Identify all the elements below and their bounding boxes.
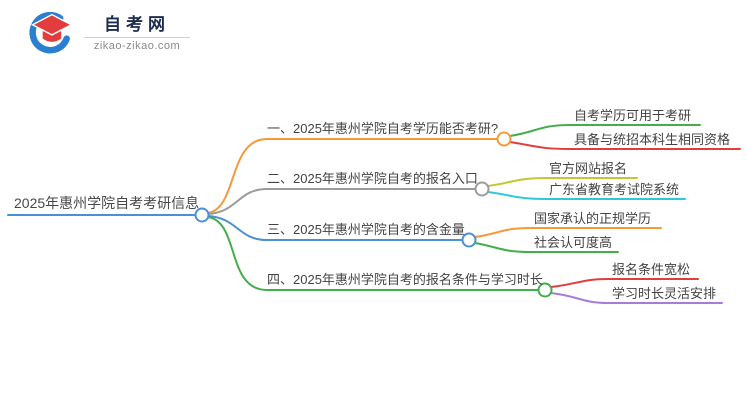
- graduation-cap-icon: [29, 11, 73, 54]
- branch-2-connector: [207, 188, 476, 215]
- branch-4-connector: [207, 216, 539, 291]
- branch-4-child-2-label: 学习时长灵活安排: [612, 286, 717, 301]
- branch-1-connector: [207, 138, 498, 214]
- branch-1-child-2-connector: [509, 141, 741, 150]
- branch-3-label: 三、2025年惠州学院自考的含金量: [267, 222, 465, 237]
- branch-3-child-1-label: 国家承认的正规学历: [534, 211, 652, 226]
- root-node-circle: [194, 207, 210, 223]
- logo-title: 自考网: [104, 15, 170, 34]
- branch-4-child-1-connector: [550, 278, 699, 288]
- branch-4-child-1-label: 报名条件宽松: [612, 262, 691, 277]
- logo-divider: [84, 37, 190, 38]
- site-logo: 自考网 zikao-zikao.com: [26, 10, 190, 58]
- branch-1-child-1-connector: [509, 124, 701, 137]
- branch-4-child-2-connector: [550, 292, 723, 304]
- logo-domain-text: zikao-zikao.com: [93, 40, 181, 52]
- branch-2-label: 二、2025年惠州学院自考的报名入口: [267, 171, 478, 186]
- branch-4-label: 四、2025年惠州学院自考的报名条件与学习时长: [267, 272, 543, 287]
- branch-3-child-2-label: 社会认可度高: [534, 235, 613, 250]
- branch-1-child-1-label: 自考学历可用于考研: [574, 108, 692, 123]
- branch-2-child-1-label: 官方网站报名: [549, 161, 628, 176]
- branch-4-node-circle: [537, 282, 553, 298]
- branch-3-node-circle: [461, 232, 477, 248]
- branch-2-child-1-connector: [487, 177, 638, 187]
- branch-2-child-2-label: 广东省教育考试院系统: [549, 182, 680, 197]
- branch-2-child-2-connector: [487, 191, 686, 200]
- logo-text-block: 自考网 zikao-zikao.com: [84, 15, 190, 53]
- branch-3-connector: [207, 215, 463, 241]
- branch-3-child-1-connector: [474, 227, 662, 238]
- branch-2-node-circle: [474, 181, 490, 197]
- root-topic-label: 2025年惠州学院自考考研信息: [14, 195, 200, 211]
- branch-1-node-circle: [496, 131, 512, 147]
- branch-3-child-2-connector: [474, 242, 619, 253]
- branch-1-child-2-label: 具备与统招本科生相同资格: [574, 132, 731, 147]
- branch-1-label: 一、2025年惠州学院自考学历能否考研?: [267, 121, 499, 136]
